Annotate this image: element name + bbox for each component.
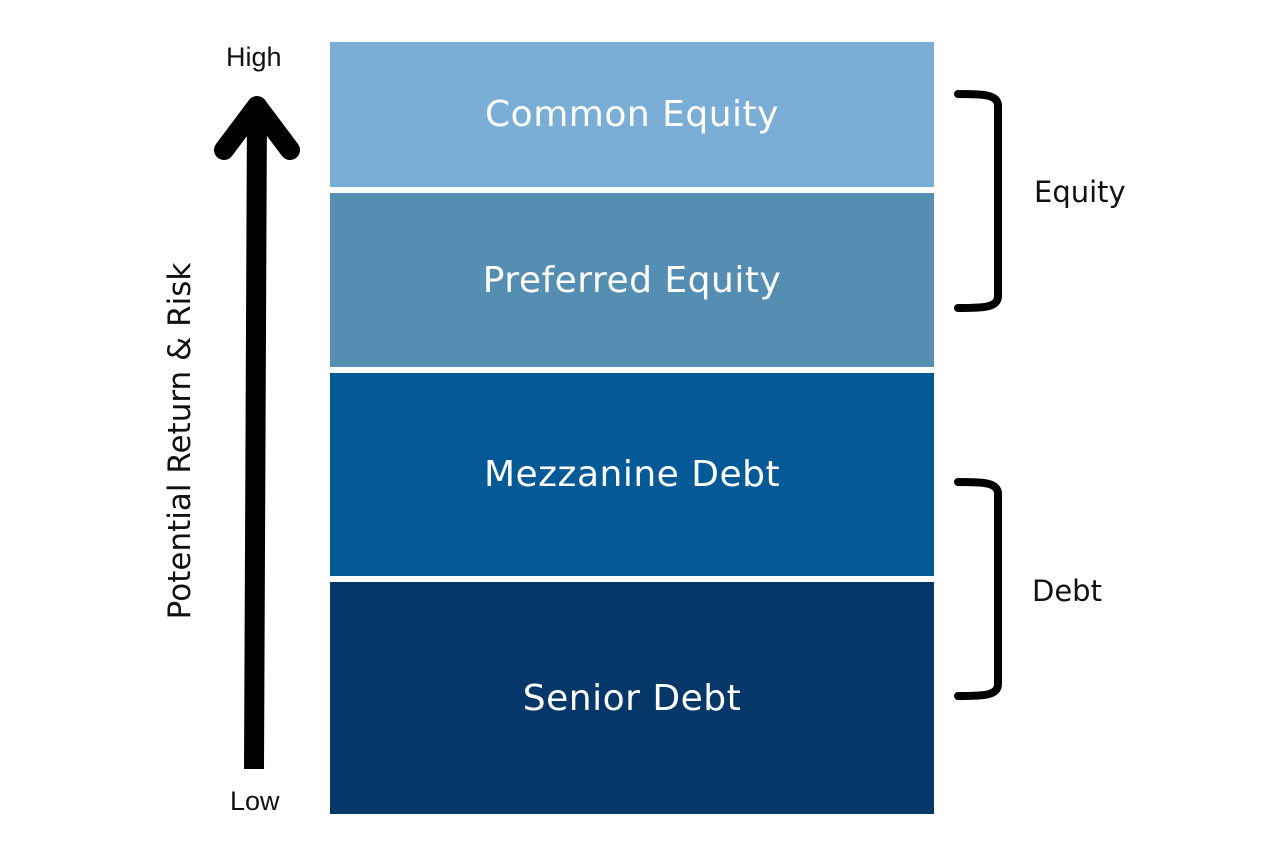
layer-senior-debt: Senior Debt — [330, 582, 934, 814]
group-label-equity: Equity — [1034, 175, 1126, 209]
layer-common-equity: Common Equity — [330, 42, 934, 187]
layer-mezzanine-debt: Mezzanine Debt — [330, 373, 934, 576]
group-label-debt: Debt — [1032, 574, 1102, 608]
up-arrow-icon — [214, 96, 300, 770]
axis-high-label: High — [226, 42, 282, 72]
axis-title: Potential Return & Risk — [162, 262, 198, 620]
debt-bracket-icon — [954, 478, 1002, 700]
equity-bracket-icon — [954, 90, 1002, 312]
layer-preferred-equity: Preferred Equity — [330, 193, 934, 367]
axis-low-label: Low — [230, 786, 280, 816]
